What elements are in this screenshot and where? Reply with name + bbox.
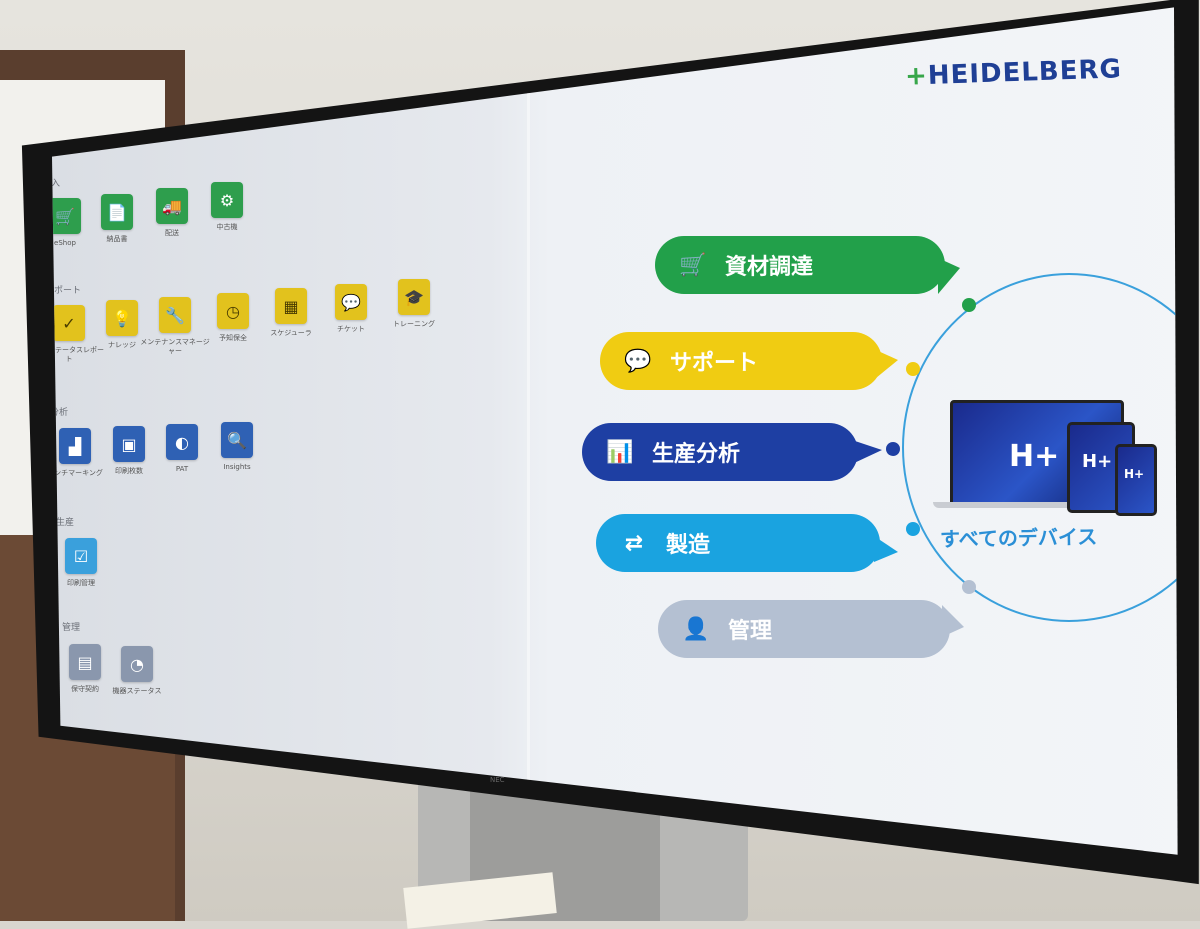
- truck-icon: 🚚: [156, 188, 188, 224]
- dot-manufacturing: [906, 522, 920, 536]
- hplus-logo: H+: [1009, 439, 1060, 474]
- app-maintenance-manager[interactable]: 🔧 メンテナンスマネージャー: [140, 297, 210, 356]
- section-label-purchase: 購入: [52, 176, 60, 189]
- machine-icon: ⚙: [211, 182, 243, 218]
- pill-management[interactable]: 👤 管理: [658, 600, 950, 658]
- app-label: 中古機: [216, 223, 238, 231]
- app-training[interactable]: 🎓 トレーニング: [379, 279, 449, 329]
- pill-label: サポート: [670, 351, 759, 376]
- pill-label: 生産分析: [652, 442, 741, 467]
- phone-image: H+: [1115, 444, 1157, 516]
- checklist-icon: ☑: [65, 538, 97, 574]
- pill-manufacturing[interactable]: ⇄ 製造: [596, 514, 880, 572]
- dot-management: [962, 580, 976, 594]
- tv-screen: 購入 🛒 eShop 📄 納品書 🚚 配送 ⚙ 中古機 サポート ✓ 機能ステー…: [34, 7, 1178, 855]
- app-knowledge[interactable]: 💡 ナレッジ: [87, 300, 157, 350]
- pill-tail: [874, 536, 898, 562]
- dot-support: [906, 362, 920, 376]
- laptop-base: [933, 502, 1133, 508]
- section-label-support: サポート: [45, 286, 82, 296]
- app-label: トレーニング: [393, 320, 435, 328]
- screen-divider: [527, 79, 530, 821]
- chat-wrench-icon: 💬: [624, 348, 652, 374]
- app-scheduler[interactable]: ▦ スケジューラ: [256, 288, 326, 338]
- app-label: 印刷枚数: [115, 467, 143, 475]
- insights-icon: 🔍: [221, 422, 253, 458]
- devices-caption: すべてのデバイス: [939, 524, 1098, 552]
- arrows-icon: ⇄: [624, 530, 644, 556]
- app-label: メンテナンスマネージャー: [140, 338, 210, 355]
- app-label: ベンチマーキング: [47, 469, 103, 477]
- cart-icon: 🛒: [679, 252, 707, 278]
- section-label-production: 生産: [56, 518, 75, 528]
- app-label: 機器ステータス: [112, 687, 162, 695]
- app-label: スケジューラ: [270, 329, 312, 337]
- chart-icon: 📊: [606, 439, 634, 465]
- chart-icon: ▟: [59, 428, 91, 464]
- chat-wrench-icon: 💬: [335, 284, 367, 320]
- dot-procurement: [962, 298, 976, 312]
- app-predictive-maintenance[interactable]: ◷ 予知保全: [198, 293, 268, 343]
- app-function-status[interactable]: ✓ 機能ステータスレポート: [34, 305, 104, 364]
- pill-tail: [876, 350, 898, 378]
- pill-label: 資材調達: [725, 255, 814, 280]
- document-icon: 📄: [101, 194, 133, 230]
- pill-procurement[interactable]: 🛒 資材調達: [655, 236, 945, 294]
- graduation-icon: 🎓: [398, 279, 430, 315]
- app-maintenance-contract[interactable]: ▤ 保守契約: [52, 644, 120, 694]
- app-label: 配送: [165, 229, 179, 237]
- pill-tail: [942, 605, 964, 637]
- pill-label: 管理: [728, 619, 773, 644]
- pill-tail: [852, 440, 882, 464]
- hplus-logo: H+: [1082, 451, 1113, 472]
- app-used-machines[interactable]: ⚙ 中古機: [192, 182, 262, 232]
- app-label: チケット: [337, 325, 365, 333]
- section-label-management: 管理: [62, 623, 81, 633]
- wrench-icon: 🔧: [159, 297, 191, 333]
- app-label: 納品書: [106, 235, 128, 243]
- calendar-icon: ▦: [275, 288, 307, 324]
- hplus-logo: H+: [1124, 467, 1145, 481]
- app-label: ナレッジ: [108, 341, 136, 349]
- heidelberg-logo: +HEIDELBERG: [904, 54, 1123, 92]
- app-benchmarking[interactable]: ▟ ベンチマーキング: [47, 428, 110, 478]
- app-label: eShop: [54, 239, 76, 247]
- pill-label: 製造: [666, 533, 711, 558]
- gauge-icon: ◷: [217, 293, 249, 329]
- app-delivery-note[interactable]: 📄 納品書: [82, 194, 152, 244]
- status-icon: ◔: [121, 646, 153, 682]
- app-shipping[interactable]: 🚚 配送: [137, 188, 207, 238]
- devices-illustration: H+ H+ H+: [933, 398, 1160, 516]
- app-print-management[interactable]: ☑ 印刷管理: [52, 538, 116, 588]
- section-label-analysis: 分析: [50, 408, 69, 418]
- app-ticket[interactable]: 💬 チケット: [316, 284, 386, 334]
- app-label: PAT: [175, 465, 189, 473]
- lightbulb-icon: 💡: [106, 300, 138, 336]
- app-pat[interactable]: ◐ PAT: [147, 424, 217, 474]
- print-count-icon: ▣: [113, 426, 145, 462]
- check-circle-icon: ✓: [53, 305, 85, 341]
- app-insights[interactable]: 🔍 Insights: [202, 422, 272, 472]
- app-label: 予知保全: [219, 334, 247, 342]
- person-icon: 👤: [682, 616, 710, 642]
- app-label: 保守契約: [71, 685, 99, 693]
- dot-analysis: [886, 442, 900, 456]
- pat-icon: ◐: [166, 424, 198, 460]
- contract-icon: ▤: [69, 644, 101, 680]
- pill-tail: [938, 258, 960, 294]
- pill-support[interactable]: 💬 サポート: [600, 332, 882, 390]
- app-label: Insights: [223, 463, 251, 471]
- tv-monitor: 購入 🛒 eShop 📄 納品書 🚚 配送 ⚙ 中古機 サポート ✓ 機能ステー…: [10, 0, 1200, 921]
- app-eshop[interactable]: 🛒 eShop: [52, 198, 100, 248]
- pill-production-analysis[interactable]: 📊 生産分析: [582, 423, 858, 481]
- app-equipment-status[interactable]: ◔ 機器ステータス: [102, 646, 172, 696]
- app-print-count[interactable]: ▣ 印刷枚数: [94, 426, 164, 476]
- tv-brand: NEC: [490, 776, 505, 784]
- app-label: 機能ステータスレポート: [34, 346, 104, 363]
- cart-icon: 🛒: [52, 198, 81, 234]
- app-label: 印刷管理: [67, 579, 95, 587]
